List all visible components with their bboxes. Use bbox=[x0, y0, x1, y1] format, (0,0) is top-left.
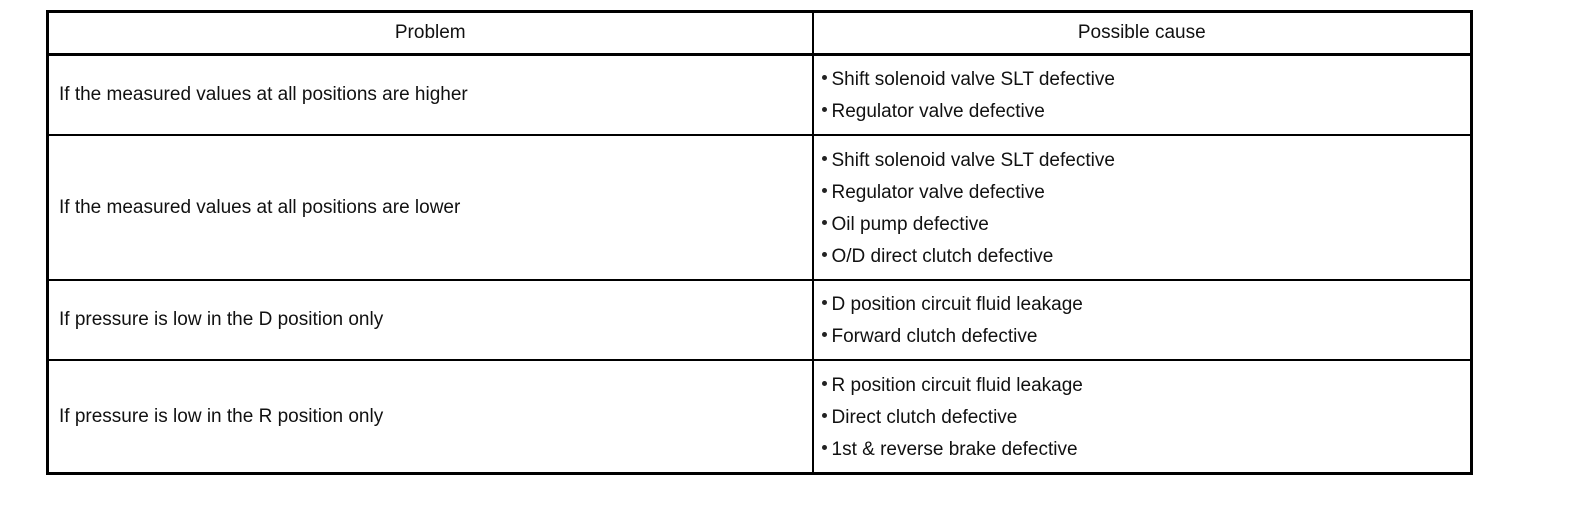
bullet-icon bbox=[821, 380, 827, 386]
header-problem: Problem bbox=[46, 10, 814, 56]
bullet-icon bbox=[821, 75, 827, 81]
header-possible-cause: Possible cause bbox=[811, 10, 1473, 56]
cause-cell: Shift solenoid valve SLT defective Regul… bbox=[811, 134, 1473, 281]
bullet-icon bbox=[821, 251, 827, 257]
cause-cell: Shift solenoid valve SLT defective Regul… bbox=[811, 53, 1473, 136]
list-item: O/D direct clutch defective bbox=[821, 241, 1471, 273]
cause-text: Regulator valve defective bbox=[831, 101, 1045, 122]
cause-text: O/D direct clutch defective bbox=[831, 245, 1054, 267]
header-row: Problem Possible cause bbox=[46, 10, 1473, 56]
cause-text: Forward clutch defective bbox=[831, 326, 1038, 347]
problem-cell: If pressure is low in the R position onl… bbox=[46, 359, 814, 475]
table-row: If pressure is low in the R position onl… bbox=[46, 359, 1473, 475]
table-row: If pressure is low in the D position onl… bbox=[46, 279, 1473, 361]
bullet-icon bbox=[821, 107, 827, 113]
cause-text: 1st & reverse brake defective bbox=[831, 438, 1078, 460]
diagnosis-table: Problem Possible cause If the measured v… bbox=[46, 10, 1473, 475]
table-row: If the measured values at all positions … bbox=[46, 53, 1473, 136]
table-row: If the measured values at all positions … bbox=[46, 134, 1473, 281]
cause-text: Oil pump defective bbox=[831, 213, 989, 235]
table-header: Problem Possible cause bbox=[46, 10, 1473, 56]
bullet-icon bbox=[821, 412, 827, 418]
bullet-icon bbox=[821, 187, 827, 193]
problem-cell: If pressure is low in the D position onl… bbox=[46, 279, 814, 361]
bullet-icon bbox=[821, 155, 827, 161]
bullet-icon bbox=[821, 300, 827, 306]
list-item: Forward clutch defective bbox=[821, 321, 1471, 353]
cause-cell: R position circuit fluid leakage Direct … bbox=[811, 359, 1473, 475]
cause-text: D position circuit fluid leakage bbox=[831, 294, 1083, 315]
list-item: Oil pump defective bbox=[821, 209, 1471, 241]
list-item: Shift solenoid valve SLT defective bbox=[821, 145, 1471, 177]
cause-list: Shift solenoid valve SLT defective Regul… bbox=[821, 145, 1471, 273]
cause-text: R position circuit fluid leakage bbox=[831, 374, 1083, 396]
list-item: 1st & reverse brake defective bbox=[821, 434, 1471, 466]
bullet-icon bbox=[821, 219, 827, 225]
cause-text: Direct clutch defective bbox=[831, 406, 1018, 428]
problem-cell: If the measured values at all positions … bbox=[46, 134, 814, 281]
cause-list: Shift solenoid valve SLT defective Regul… bbox=[821, 64, 1471, 128]
list-item: D position circuit fluid leakage bbox=[821, 289, 1471, 321]
cause-cell: D position circuit fluid leakage Forward… bbox=[811, 279, 1473, 361]
cause-list: R position circuit fluid leakage Direct … bbox=[821, 370, 1471, 466]
cause-text: Shift solenoid valve SLT defective bbox=[831, 69, 1115, 90]
bullet-icon bbox=[821, 332, 827, 338]
cause-list: D position circuit fluid leakage Forward… bbox=[821, 289, 1471, 353]
problem-cell: If the measured values at all positions … bbox=[46, 53, 814, 136]
cause-text: Regulator valve defective bbox=[831, 181, 1045, 203]
list-item: Direct clutch defective bbox=[821, 402, 1471, 434]
list-item: Shift solenoid valve SLT defective bbox=[821, 64, 1471, 96]
bullet-icon bbox=[821, 444, 827, 450]
list-item: Regulator valve defective bbox=[821, 96, 1471, 128]
list-item: Regulator valve defective bbox=[821, 177, 1471, 209]
list-item: R position circuit fluid leakage bbox=[821, 370, 1471, 402]
table-body: If the measured values at all positions … bbox=[46, 53, 1473, 475]
cause-text: Shift solenoid valve SLT defective bbox=[831, 149, 1115, 171]
